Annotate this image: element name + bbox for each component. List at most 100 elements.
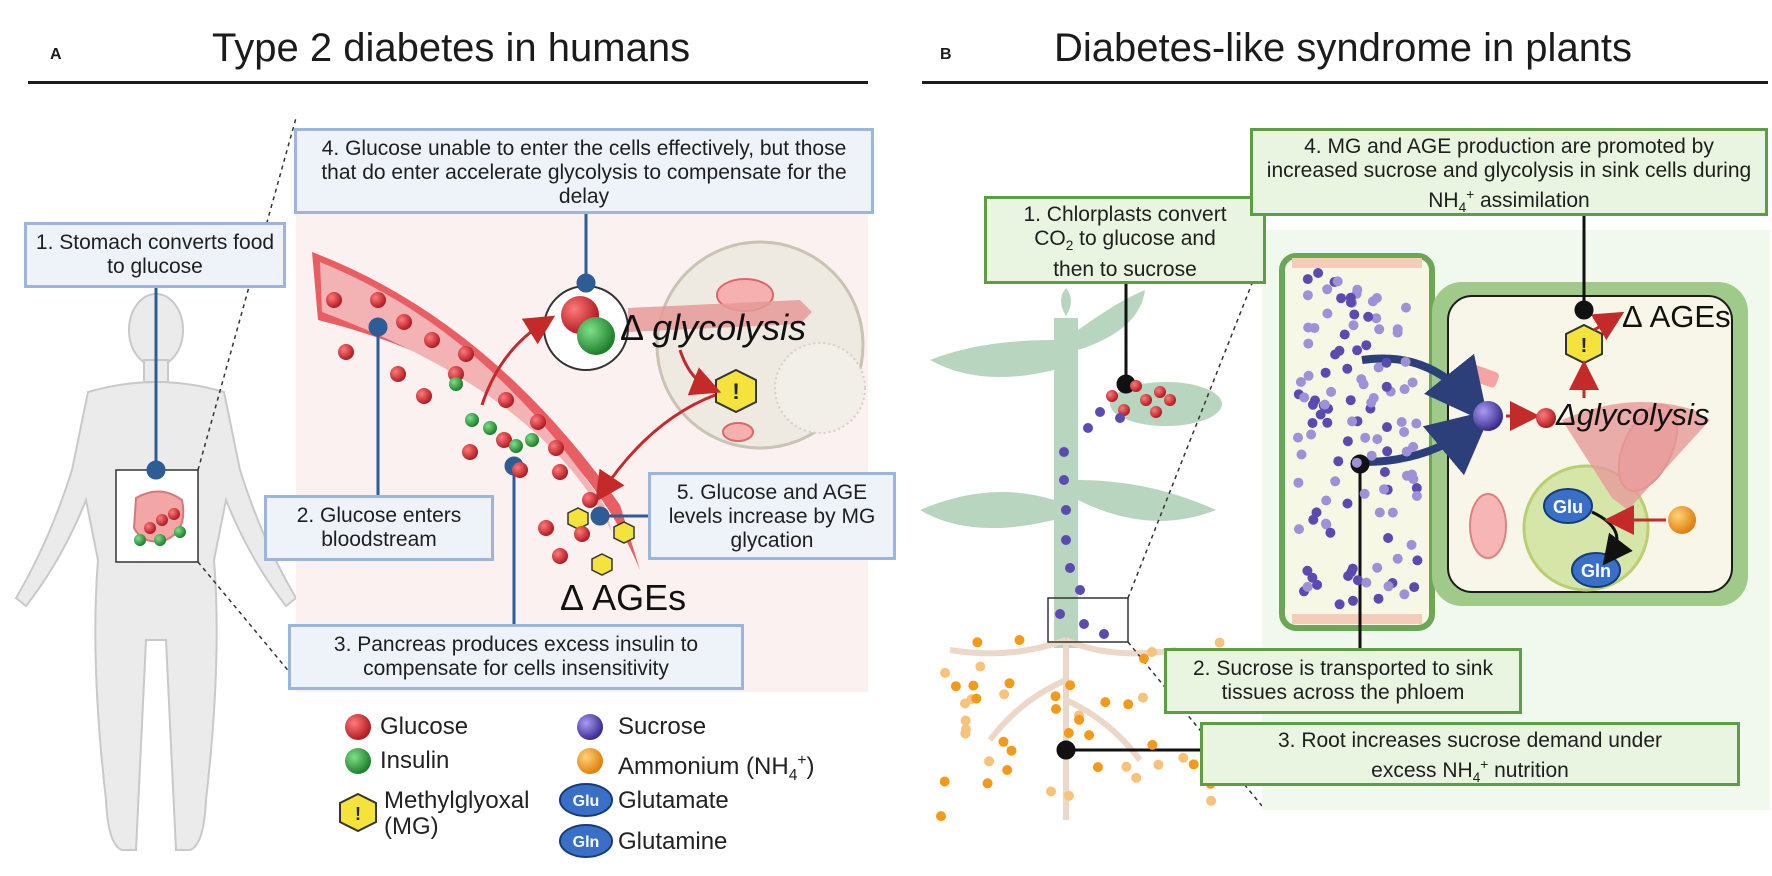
step3-sub: 4 [1472, 770, 1481, 786]
legend-mg-label-a: Methylglyoxal [384, 787, 530, 814]
glucose-particle [582, 492, 598, 508]
soil-ammonium-particle [1138, 692, 1148, 703]
stem-sucrose-particle [1059, 447, 1069, 457]
glucose-particle [552, 464, 568, 480]
phloem-sucrose-particle [1406, 469, 1417, 480]
phloem-sucrose-particle [1366, 450, 1377, 461]
legend-mg-label-b: (MG) [384, 813, 439, 840]
soil-ammonium-particle [1084, 730, 1095, 741]
svg-text:!: ! [355, 804, 361, 824]
phloem-sucrose-particle [1322, 284, 1333, 295]
phloem-sucrose-particle [1320, 367, 1331, 378]
soil-ammonium-particle [971, 693, 982, 704]
phloem-sucrose-particle [1325, 527, 1336, 538]
phloem-sucrose-particle [1383, 533, 1394, 543]
phloem-sucrose-particle [1372, 434, 1383, 445]
phloem-sucrose-particle [1406, 539, 1417, 550]
phloem-sucrose-particle [1321, 495, 1332, 506]
legend-insulin-label: Insulin [380, 747, 450, 774]
phloem-sucrose-particle [1401, 302, 1411, 313]
soil-ammonium-particle [1063, 728, 1074, 738]
legend-symbols: ! Glu Gln [339, 714, 613, 858]
phloem-sucrose-particle [1374, 507, 1385, 518]
legend-glutamate-label: Glutamate [618, 787, 729, 814]
step4-sup: + [1466, 187, 1475, 202]
panel-a-title: Type 2 diabetes in humans [212, 26, 691, 70]
insulin-particle [465, 413, 479, 427]
phloem-sucrose-particle [1373, 593, 1384, 604]
stem-sucrose-particle [1055, 609, 1065, 619]
glucose-particle [574, 526, 590, 542]
soil-ammonium-particle [998, 736, 1009, 747]
step1-co-sub: 2 [1065, 238, 1074, 254]
leaf-glucose-particle [1150, 406, 1162, 418]
step3-line-a: 3. Root increases sucrose demand under [1277, 729, 1663, 752]
phloem-sucrose-particle [1333, 456, 1344, 467]
svg-text:!: ! [1581, 335, 1588, 357]
legend-glucose-label: Glucose [380, 713, 469, 740]
leaf-glucose-particle [1140, 394, 1152, 406]
glucose-particle [416, 388, 432, 404]
phloem-sucrose-particle [1330, 349, 1341, 360]
phloem-sucrose-particle [1387, 507, 1398, 518]
step3-sup: + [1480, 757, 1489, 772]
glucose-particle [552, 548, 568, 564]
step4-text-b: assimilation [1474, 189, 1590, 212]
phloem-sucrose-particle [1411, 418, 1422, 429]
glucose-particle [424, 332, 440, 348]
phloem-sucrose-particle [1348, 595, 1358, 606]
glu-badge-cell: Glu [1543, 488, 1593, 524]
svg-text:!: ! [732, 379, 739, 404]
phloem-sucrose-particle [1347, 416, 1358, 427]
phloem-sucrose-particle [1379, 484, 1389, 495]
phloem-sucrose-particle [1359, 488, 1370, 499]
phloem-sucrose-particle [1352, 575, 1363, 586]
soil-ammonium-particle [984, 756, 995, 767]
zoom-line-bottom [197, 561, 297, 681]
insulin-particle [525, 433, 539, 447]
phloem-sucrose-particle [1320, 518, 1331, 529]
soil-ammonium-particle [940, 667, 951, 678]
glucose-particle [370, 292, 386, 308]
glucose-particle [548, 440, 564, 456]
soil-ammonium-particle [975, 661, 986, 672]
glycolysis-word-a: glycolysis [652, 307, 807, 348]
legend-glutamine-label: Glutamine [618, 828, 728, 855]
phloem-sucrose-particle [1296, 449, 1307, 460]
glycolysis-flow-band [628, 300, 812, 332]
phloem-sucrose-particle [1308, 514, 1319, 525]
phloem-sucrose-particle [1349, 309, 1360, 320]
soil-ammonium-particle [1092, 762, 1103, 773]
svg-text:Gln: Gln [573, 834, 600, 851]
delta-ages-a: Δ AGEs [560, 577, 687, 618]
glucose-particle [496, 432, 512, 448]
soil-ammonium-particle [972, 637, 983, 648]
step4-sub: 4 [1458, 200, 1467, 216]
step1-co: CO [1034, 227, 1066, 250]
phloem-sucrose-particle [1345, 395, 1356, 406]
phloem-sucrose-particle [1343, 571, 1354, 581]
step2-phloem-label: 2. Sucrose is transported to sink tissue… [1164, 648, 1522, 714]
zoom-line-top [197, 117, 297, 471]
phloem-sucrose-particle [1339, 329, 1350, 340]
step1-chloroplast-label: 1. Chlorplasts convert CO2 to glucose an… [984, 196, 1266, 284]
soil-ammonium-particle [1214, 637, 1225, 648]
insulin-particle [449, 377, 463, 391]
phloem-sucrose-particle [1348, 320, 1359, 331]
soil-ammonium-particle [1121, 761, 1132, 772]
step2-bloodstream-label: 2. Glucose enters bloodstream [264, 495, 494, 561]
stem-sucrose-particle [1065, 563, 1075, 573]
insulin-particle [509, 439, 523, 453]
delta-glycolysis-b: Δglycolysis [1556, 397, 1710, 432]
step1-line-c: to glucose and [1073, 227, 1216, 250]
legend-ammonium-text: Ammonium (NH [618, 753, 789, 780]
phloem-sucrose-particle [1361, 577, 1372, 588]
soil-ammonium-particle [1051, 704, 1061, 714]
glucose-particle [390, 366, 406, 382]
delta-symbol-a: Δ [620, 307, 643, 348]
glucose-particle [338, 344, 354, 360]
phloem-sucrose-particle [1330, 476, 1341, 487]
phloem-sucrose-particle [1363, 311, 1374, 322]
phloem-sucrose-particle [1409, 582, 1420, 593]
step4-mg-age-label: 4. MG and AGE production are promoted by… [1250, 128, 1768, 216]
